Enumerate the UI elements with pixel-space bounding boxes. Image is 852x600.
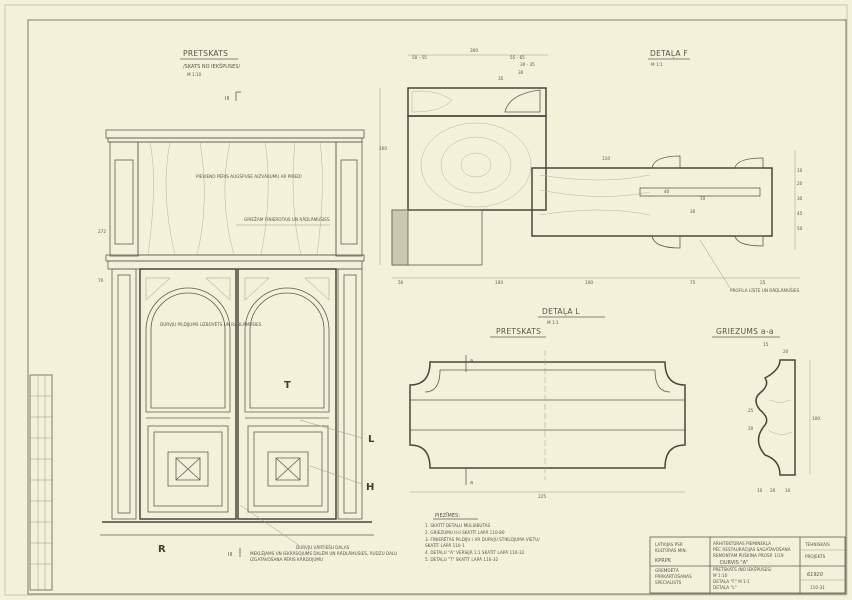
dim-label: 55 - 65 — [510, 55, 525, 60]
drawing-sub-3: DETAĻA "F" M 1:1 — [713, 579, 750, 584]
note-bottom-2: MEKLĒJAMS UN IEKRĀSOJUMS DALĒM UN RĀDLĀM… — [250, 551, 398, 562]
dim-label: 10 — [700, 196, 706, 201]
dim-label: 20 — [748, 426, 754, 431]
dim-label: 30 — [518, 70, 524, 75]
archive-number: 61920 — [807, 572, 823, 578]
detail-l-width: 225 — [538, 494, 546, 499]
note-frame: GRIEŽAM FINIEROTAIS UN RĀDLĀMUŠIES — [244, 217, 330, 222]
dim-label: 10 — [797, 168, 803, 173]
dim-label: 110 — [602, 156, 610, 161]
dept-line-3: SPECIALISTS — [655, 580, 682, 585]
dim-label: 50 — [797, 226, 803, 231]
project-line-2: PĒC RESTAURĀCIJAS SAGATAVOŠANA — [713, 547, 791, 552]
detail-f-scale: M 1:1 — [651, 62, 663, 67]
dim-label: 50 - 55 — [412, 55, 427, 60]
dim-label: 25 — [748, 408, 754, 413]
detail-f: DETAĻA F M 1:1 300 50 - 55 55 - 65 30 - … — [379, 48, 803, 293]
dim-label: 15 — [763, 342, 769, 347]
note-arch: DURVJU PILDIJUMS UZBŪVĒTS UN RĀDLĀMUŠIES — [160, 322, 262, 327]
note-item: 1. SKATĪT DETAĻU MULSIBUTAS — [425, 523, 491, 528]
label-r: R — [158, 544, 166, 555]
note-bottom-1: DURVJU VĀRTIEŠU DALAS — [296, 545, 350, 550]
door-elevation: PRETSKATS /SKATS NO IEKŠPUSES/ M 1:10 II… — [98, 49, 398, 562]
org-line-2: KULTŪRAS MIN. — [655, 548, 687, 553]
dept-line-1: GREMDĒTĀ — [655, 568, 679, 573]
dim-272: 272 — [98, 229, 106, 234]
detail-f-note: PROFILA LĪSTE UN RĀDLĀMUŠIES — [730, 288, 800, 293]
org-line-1: LATVIJAS PSR — [655, 542, 683, 547]
label-t: T — [284, 380, 291, 391]
dim-label: 25 — [760, 280, 766, 285]
dim-label: 10 — [785, 488, 791, 493]
elevation-subtitle: /SKATS NO IEKŠPUSES/ — [183, 63, 240, 70]
section-mark-top: III — [225, 96, 229, 102]
left-lower-panel — [147, 425, 229, 513]
note-item: 5. DETAĻU "T" SKATĪT LAPĀ 110-32 — [425, 557, 498, 562]
dim-label: 100 — [812, 416, 820, 421]
note-item: SKATĪT LAPĀ 110-1 — [425, 543, 465, 548]
left-leaf-arch-panel — [145, 277, 231, 413]
project-line-3: REMONTAM PUŠKINA PROSP. 1/19 — [713, 553, 784, 558]
dim-label: 30 — [690, 209, 696, 214]
dim-label: 40 — [664, 189, 670, 194]
dim-label: 20 — [783, 349, 789, 354]
section-mark-a-top: a — [470, 358, 473, 364]
dim-label: 200 — [379, 146, 387, 151]
dim-label: 75 — [690, 280, 696, 285]
note-panel: PIEVIENO PĒRIS AUGŠPUSE AIZVĀKUMU AR PRI… — [196, 174, 302, 179]
label-l: L — [368, 434, 375, 445]
notes-title: PIEZĪMES: — [435, 512, 460, 519]
sheet-number: 110-31 — [810, 585, 825, 590]
detail-f-title: DETAĻA F — [650, 49, 688, 59]
title-block: LATVIJAS PSR KULTŪRAS MIN. KPRPK ARHITEK… — [649, 536, 846, 594]
elevation-title: PRETSKATS — [183, 49, 228, 58]
label-h: H — [366, 482, 374, 493]
detail-l-title: DETAĻA L — [542, 307, 580, 317]
drawing-sub-4: DETAĻA "L" — [713, 585, 737, 590]
dept-line-2: PĀRKĀRTOŠANAS — [655, 574, 692, 579]
dim-label: 30 - 35 — [520, 62, 535, 67]
dim-label: 20 — [797, 181, 803, 186]
note-bottom-2-wrap: MEKLĒJAMS UN IEKRĀSOJUMS DALĒM UN RĀDLĀM… — [250, 551, 398, 562]
drawing-title: DURVIS "A" — [720, 560, 748, 566]
note-item: 4. DETAĻU "A" VERSIJĀ 1:1 SKATĪT LAPĀ 11… — [425, 550, 525, 555]
dim-label: 20 — [770, 488, 776, 493]
sheet-frame — [4, 4, 848, 596]
elevation-scale: M 1:10 — [187, 72, 202, 77]
org-code: KPRPK — [655, 558, 672, 564]
section-mark-bottom: III — [228, 552, 232, 558]
dim-label: 100 — [495, 280, 503, 285]
dim-label: 300 — [470, 48, 478, 53]
dim-label: 100 — [585, 280, 593, 285]
right-leaf-arch-panel — [244, 277, 330, 413]
dim-label: 35 — [498, 76, 504, 81]
section-mark-a-bottom: a — [470, 480, 473, 486]
dim-label: 50 — [398, 280, 404, 285]
side-revision-table — [29, 374, 53, 591]
stage: TEHNISKAIS — [804, 542, 830, 547]
section-title: GRIEZUMS a-a — [716, 327, 774, 336]
drawing-sub-1: PRETSKATS /NO IEKŠPUSES/ — [713, 567, 772, 572]
detail-l-front-title: PRETSKATS — [496, 327, 541, 336]
detail-l: DETAĻA L M 1:1 PRETSKATS a a 225 GRIEZUM… — [409, 307, 820, 499]
profile-section — [755, 359, 796, 476]
detail-l-scale: M 1:1 — [547, 320, 559, 325]
project-line-1: ARHITEKTŪRAS PIEMINEKĻA — [713, 541, 771, 546]
notes-block: PIEZĪMES: 1. SKATĪT DETAĻU MULSIBUTAS 2.… — [425, 512, 540, 562]
profile-front-view — [409, 361, 686, 469]
dim-label: 45 — [797, 211, 803, 216]
drawing-sub-2: M 1:10 — [713, 573, 728, 578]
note-item: 3. FINIERĒTAS PILDIJU / AR DURVJU STIKLO… — [425, 537, 540, 542]
dim-70: 70 — [98, 278, 104, 283]
note-item: 2. GRIEZUMU II-II SKATĪT LAPĀ 110-80 — [425, 530, 505, 535]
drawing-border — [27, 19, 847, 595]
stage-2: PROJEKTS — [805, 554, 826, 559]
dim-label: 30 — [797, 196, 803, 201]
dim-label: 10 — [757, 488, 763, 493]
right-lower-panel — [247, 425, 329, 513]
